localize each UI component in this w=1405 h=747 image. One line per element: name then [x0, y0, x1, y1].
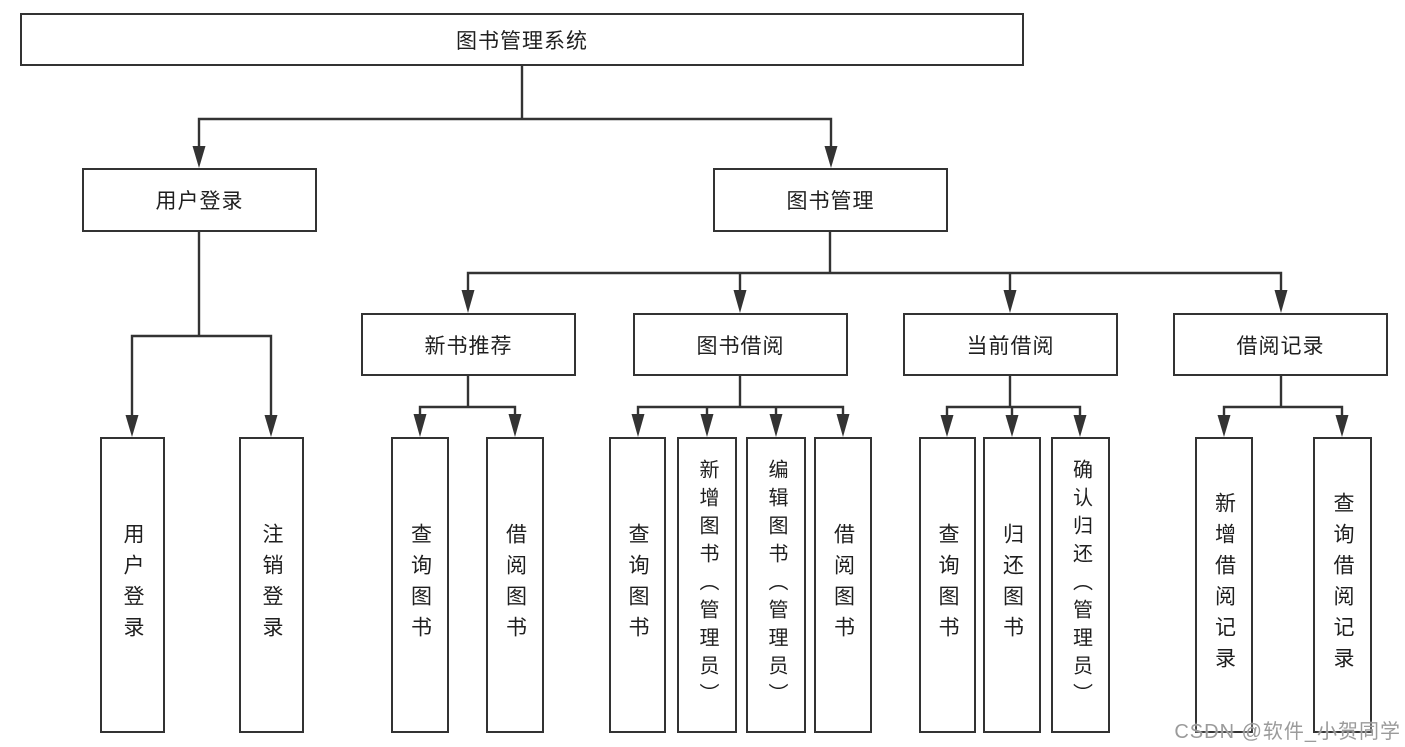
- leaf-borrow-books-recommend: 借阅图书: [486, 437, 544, 733]
- leaf-borrow-books-recommend-label: 借阅图书: [503, 523, 527, 647]
- node-user-login-label: 用户登录: [155, 190, 244, 213]
- edges-book-management: [461, 230, 1288, 313]
- leaf-logout: 注销登录: [239, 437, 304, 733]
- leaf-query-books-current-label: 查询图书: [936, 523, 959, 647]
- edges-root: [192, 64, 838, 168]
- node-user-login: 用户登录: [82, 168, 317, 232]
- leaf-query-books-borrowing: 查询图书: [609, 437, 666, 733]
- edges-current-borrowing: [940, 374, 1087, 437]
- csdn-watermark: CSDN @软件_小贺同学: [1174, 721, 1401, 743]
- leaf-borrow-books-borrowing: 借阅图书: [814, 437, 872, 733]
- leaf-query-books-recommend: 查询图书: [391, 437, 449, 733]
- leaf-query-books-recommend-label: 查询图书: [408, 523, 432, 647]
- leaf-query-borrow-record-label: 查询借阅记录: [1331, 492, 1354, 678]
- leaf-return-books: 归还图书: [983, 437, 1041, 733]
- node-current-borrowing-label: 当前借阅: [966, 334, 1055, 358]
- leaf-query-books-borrowing-label: 查询图书: [626, 523, 649, 647]
- leaf-query-borrow-record: 查询借阅记录: [1313, 437, 1372, 733]
- node-current-borrowing: 当前借阅: [903, 313, 1118, 376]
- node-new-book-recommend-label: 新书推荐: [424, 334, 513, 358]
- node-book-borrowing: 图书借阅: [633, 313, 848, 376]
- node-borrowing-records: 借阅记录: [1173, 313, 1388, 376]
- edges-book-borrowing: [631, 374, 850, 437]
- leaf-edit-books-admin: 编辑图书（管理员）: [746, 437, 806, 733]
- leaf-return-books-label: 归还图书: [1000, 523, 1024, 647]
- leaf-user-login-label: 用户登录: [121, 523, 144, 647]
- leaf-user-login: 用户登录: [100, 437, 165, 733]
- leaf-borrow-books-borrowing-label: 借阅图书: [831, 523, 855, 647]
- node-root-system: 图书管理系统: [20, 13, 1024, 66]
- edges-borrowing-records: [1217, 374, 1349, 437]
- leaf-add-books-admin: 新增图书（管理员）: [677, 437, 737, 733]
- leaf-confirm-return-admin: 确认归还（管理员）: [1051, 437, 1110, 733]
- node-book-management-label: 图书管理: [786, 190, 875, 213]
- node-new-book-recommend: 新书推荐: [361, 313, 576, 376]
- edges-user-login: [125, 230, 278, 437]
- node-borrowing-records-label: 借阅记录: [1236, 334, 1325, 358]
- node-root-system-label: 图书管理系统: [456, 29, 588, 53]
- node-book-management: 图书管理: [713, 168, 948, 232]
- leaf-logout-label: 注销登录: [260, 523, 283, 647]
- leaf-add-borrow-record: 新增借阅记录: [1195, 437, 1253, 733]
- leaf-add-borrow-record-label: 新增借阅记录: [1212, 492, 1236, 678]
- node-book-borrowing-label: 图书借阅: [696, 334, 785, 358]
- leaf-query-books-current: 查询图书: [919, 437, 976, 733]
- leaf-add-books-admin-label: 新增图书（管理员）: [696, 459, 718, 711]
- leaf-edit-books-admin-label: 编辑图书（管理员）: [765, 459, 787, 711]
- edges-new-book-recommend: [413, 374, 522, 437]
- leaf-confirm-return-admin-label: 确认归还（管理员）: [1069, 459, 1092, 711]
